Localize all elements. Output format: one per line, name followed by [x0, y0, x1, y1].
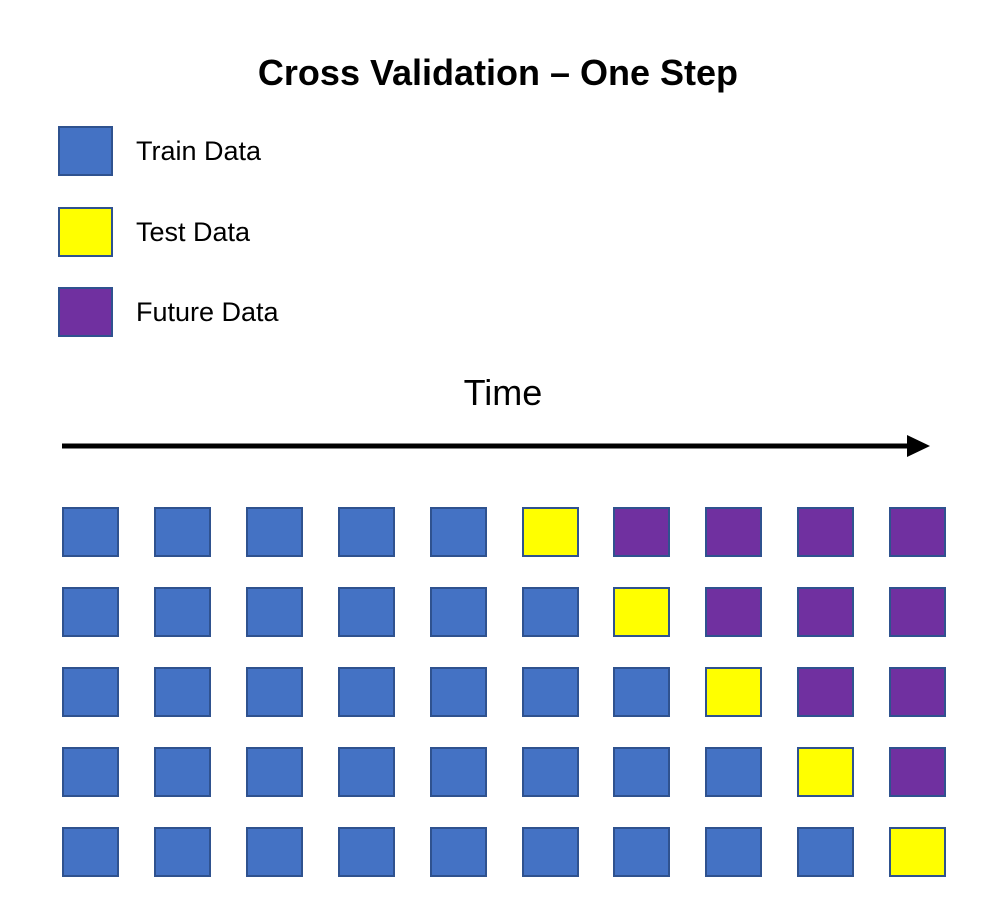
train-data-cell — [522, 827, 579, 877]
future-data-cell — [705, 507, 762, 557]
train-data-cell — [246, 507, 303, 557]
train-data-cell — [430, 667, 487, 717]
train-data-cell — [522, 747, 579, 797]
train-data-cell — [246, 827, 303, 877]
train-data-cell — [613, 747, 670, 797]
future-data-cell — [613, 507, 670, 557]
train-data-cell — [154, 827, 211, 877]
train-data-cell — [62, 507, 119, 557]
train-data-cell — [154, 747, 211, 797]
train-data-cell — [338, 587, 395, 637]
legend-item-train: Train Data — [58, 126, 458, 178]
train-data-cell — [154, 507, 211, 557]
legend-label-test: Test Data — [136, 217, 251, 247]
test-data-cell — [889, 827, 946, 877]
time-arrow-head — [907, 435, 930, 457]
train-data-cell — [246, 587, 303, 637]
train-data-cell — [338, 667, 395, 717]
time-axis-label: Time — [463, 372, 543, 413]
test-data-cell — [705, 667, 762, 717]
time-arrow — [62, 435, 930, 457]
future-data-cell — [889, 507, 946, 557]
test-data-cell — [613, 587, 670, 637]
train-data-cell — [797, 827, 854, 877]
legend-label-future: Future Data — [136, 297, 279, 327]
train-data-cell — [338, 827, 395, 877]
future-data-cell — [705, 587, 762, 637]
diagram-title: Cross Validation – One Step — [257, 52, 739, 93]
test-data-cell — [522, 507, 579, 557]
future-data-cell — [797, 587, 854, 637]
train-data-cell — [154, 667, 211, 717]
train-data-cell — [522, 667, 579, 717]
train-data-cell — [62, 827, 119, 877]
fold-grid — [62, 507, 952, 887]
legend-label-train: Train Data — [136, 136, 262, 166]
train-data-cell — [430, 827, 487, 877]
future-data-cell — [889, 587, 946, 637]
legend-item-test: Test Data — [58, 207, 458, 259]
train-data-cell — [62, 587, 119, 637]
legend-swatch-test — [58, 207, 113, 257]
train-data-cell — [430, 747, 487, 797]
future-data-cell — [889, 667, 946, 717]
train-data-cell — [705, 827, 762, 877]
test-data-cell — [797, 747, 854, 797]
legend-swatch-future — [58, 287, 113, 337]
train-data-cell — [338, 747, 395, 797]
train-data-cell — [705, 747, 762, 797]
future-data-cell — [797, 667, 854, 717]
train-data-cell — [522, 587, 579, 637]
legend-swatch-train — [58, 126, 113, 176]
train-data-cell — [62, 667, 119, 717]
train-data-cell — [613, 667, 670, 717]
train-data-cell — [246, 667, 303, 717]
train-data-cell — [246, 747, 303, 797]
legend-item-future: Future Data — [58, 287, 458, 339]
future-data-cell — [797, 507, 854, 557]
future-data-cell — [889, 747, 946, 797]
train-data-cell — [154, 587, 211, 637]
train-data-cell — [430, 507, 487, 557]
train-data-cell — [338, 507, 395, 557]
train-data-cell — [430, 587, 487, 637]
train-data-cell — [613, 827, 670, 877]
train-data-cell — [62, 747, 119, 797]
